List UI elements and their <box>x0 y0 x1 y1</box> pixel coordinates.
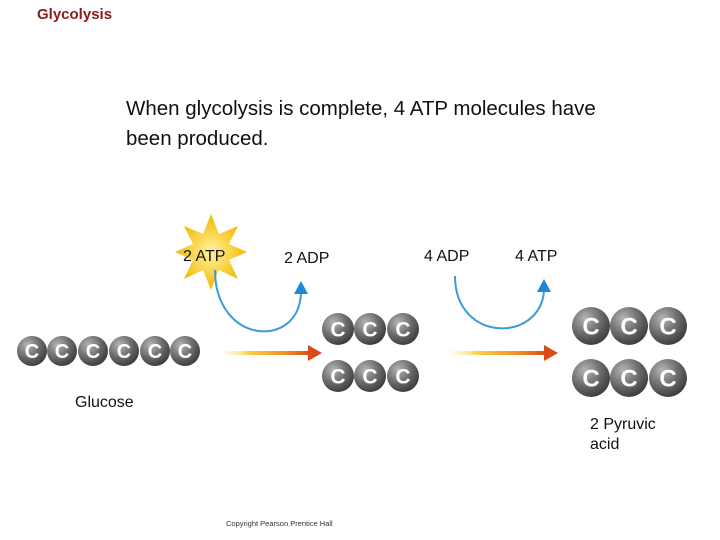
adp-atp-curve-2 <box>454 275 545 330</box>
svg-text:C: C <box>55 341 69 363</box>
reaction-arrow-2 <box>440 345 558 361</box>
pyruvic-carbon-bottom-1: C <box>572 359 610 397</box>
intermediate-carbon-top-3: C <box>387 313 419 345</box>
svg-text:C: C <box>86 341 100 363</box>
svg-text:C: C <box>25 341 39 363</box>
adp-in-label: 4 ADP <box>424 248 470 265</box>
atp-burst-icon <box>175 214 247 290</box>
svg-text:C: C <box>117 341 131 363</box>
up-arrow-head-2 <box>537 279 551 292</box>
intermediate-carbon-bottom-1: C <box>322 360 354 392</box>
svg-text:C: C <box>395 366 410 389</box>
pyruvic-carbon-top-1: C <box>572 307 610 345</box>
svg-text:C: C <box>620 366 637 393</box>
atp-in-label: 2 ATP <box>183 248 226 265</box>
up-arrow-head-1 <box>294 281 308 294</box>
intermediate-carbon-bottom-2: C <box>354 360 386 392</box>
svg-text:C: C <box>362 319 377 342</box>
intermediate-carbon-top-1: C <box>322 313 354 345</box>
copyright-text: Copyright Pearson Prentice Hall <box>226 519 333 528</box>
glucose-carbon-6: C <box>170 336 200 366</box>
svg-text:C: C <box>362 366 377 389</box>
svg-text:C: C <box>582 314 599 341</box>
svg-text:C: C <box>330 319 345 342</box>
svg-text:C: C <box>178 341 192 363</box>
intermediate-carbon-bottom-3: C <box>387 360 419 392</box>
intermediate-carbon-top-2: C <box>354 313 386 345</box>
svg-text:C: C <box>330 366 345 389</box>
reaction-arrow-1 <box>215 345 322 361</box>
glucose-carbon-2: C <box>47 336 77 366</box>
svg-text:C: C <box>148 341 162 363</box>
pyruvic-acid-label: 2 Pyruvic acid <box>590 416 656 453</box>
svg-text:C: C <box>620 314 637 341</box>
adp-out-label: 2 ADP <box>284 250 330 267</box>
pyruvic-carbon-bottom-2: C <box>610 359 648 397</box>
pyruvic-carbon-top-2: C <box>610 307 648 345</box>
atp-out-label: 4 ATP <box>515 248 558 265</box>
svg-text:C: C <box>395 319 410 342</box>
svg-text:C: C <box>659 366 676 393</box>
glucose-carbon-4: C <box>109 336 139 366</box>
glucose-carbon-3: C <box>78 336 108 366</box>
slide-title: Glycolysis <box>37 6 113 23</box>
pyruvic-carbon-bottom-3: C <box>649 359 687 397</box>
glucose-label: Glucose <box>75 394 134 411</box>
glucose-carbon-5: C <box>140 336 170 366</box>
svg-text:C: C <box>582 366 599 393</box>
glucose-carbon-1: C <box>17 336 47 366</box>
pyruvic-carbon-top-3: C <box>649 307 687 345</box>
atp-adp-curve-1 <box>214 269 302 333</box>
svg-text:C: C <box>659 314 676 341</box>
caption-text: When glycolysis is complete, 4 ATP molec… <box>126 97 596 150</box>
